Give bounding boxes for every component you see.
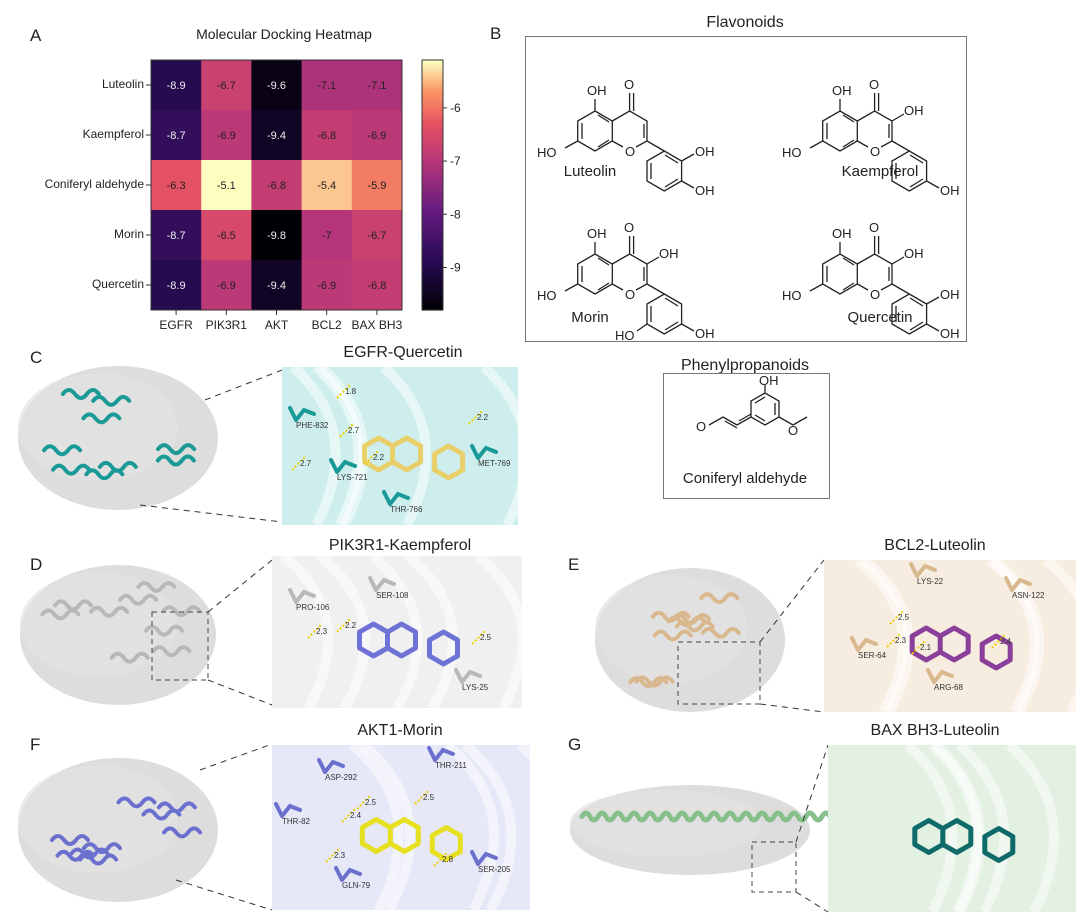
bond-distance: 2.3 <box>316 627 328 636</box>
residue-label: ASP-292 <box>325 773 358 782</box>
protein-surface-highlight <box>18 765 178 873</box>
binding-site-c: PHE-832LYS-721THR-766 MET-769 1.8 2.7 2.7 2.2… <box>282 367 526 525</box>
residue-label: ASN-122 <box>1012 591 1045 600</box>
residue-label: SER-108 <box>376 591 409 600</box>
protein-surface-c <box>18 366 218 510</box>
residue-label: PRO-106 <box>296 603 330 612</box>
bond-distance: 2.5 <box>898 613 910 622</box>
residue-label: THR-211 <box>435 761 467 770</box>
protein-surface-e <box>595 568 785 712</box>
residue-label: MET-769 <box>478 459 511 468</box>
protein-surface-d <box>20 565 216 705</box>
bond-distance: 2.2 <box>477 413 489 422</box>
bond-distance: 2.2 <box>345 621 357 630</box>
bond-distance: 2.4 <box>350 811 362 820</box>
bond-distance: 2.3 <box>334 851 346 860</box>
bond-distance: 2.7 <box>348 426 360 435</box>
residue-label: ARG-68 <box>934 683 963 692</box>
bond-distance: 2.8 <box>442 855 454 864</box>
bond-distance: 2.1 <box>920 643 932 652</box>
bond-distance: 1.8 <box>345 387 357 396</box>
protein-surface-highlight <box>18 373 178 481</box>
residue-label: LYS-22 <box>917 577 944 586</box>
protein-surface-highlight <box>570 790 762 858</box>
binding-site-f: ASP-292THR-211THR-82GLN-79SER-2052.52.52… <box>272 745 567 910</box>
binding-site-d: PRO-106 SER-108LYS-25 2.3 2.2 2.5 <box>272 556 523 708</box>
residue-label: SER-205 <box>478 865 511 874</box>
bond-distance: 2.5 <box>423 793 435 802</box>
zoom-indicator-lines <box>208 560 272 705</box>
bond-distance: 2.7 <box>300 459 312 468</box>
residue-label: LYS-25 <box>462 683 489 692</box>
bond-distance: 2.3 <box>895 636 907 645</box>
residue-label: GLN-79 <box>342 881 371 890</box>
bond-distance: 2.5 <box>480 633 492 642</box>
bond-distance: 2.5 <box>365 798 377 807</box>
residue-label: PHE-832 <box>296 421 329 430</box>
residue-label: SER-64 <box>858 651 887 660</box>
residue-label: THR-82 <box>282 817 311 826</box>
residue-label: THR-766 <box>390 505 423 514</box>
zoom-indicator-lines <box>796 745 828 912</box>
bond-distance: 2.2 <box>373 453 385 462</box>
protein-surface-highlight <box>595 575 747 683</box>
binding-site-e: LYS-22ASN-122SER-64ARG-68 2.5 2.4 2.3 2.1 <box>824 560 1080 712</box>
binding-site-g <box>828 745 1076 912</box>
residue-label: LYS-721 <box>337 473 368 482</box>
protein-surface-f <box>18 758 218 902</box>
bond-distance: 2.4 <box>1000 637 1012 646</box>
